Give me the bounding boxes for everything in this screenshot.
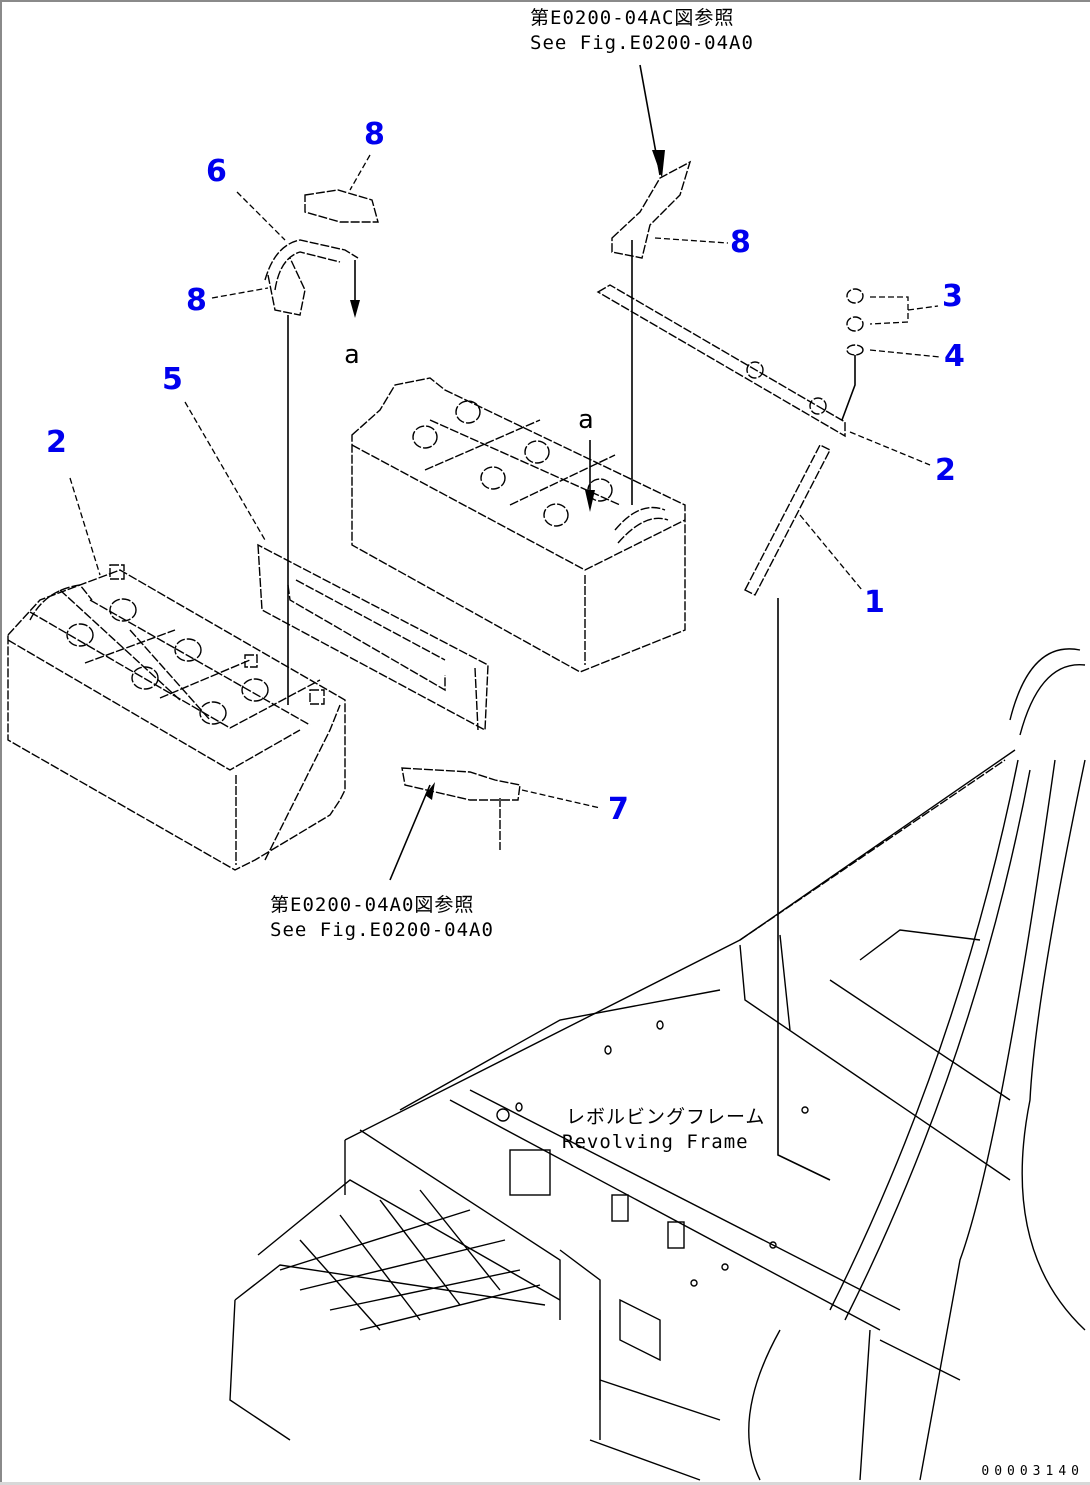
callout-2-hold-down-bar: 2 <box>935 453 956 488</box>
document-number: 00003140 <box>981 1464 1084 1479</box>
hold-down-bar <box>596 284 864 1181</box>
center-battery <box>351 377 686 673</box>
bottom-reference-note-jp: 第E0200-04A0図参照 <box>270 894 475 916</box>
callout-2-left-battery: 2 <box>46 425 67 460</box>
top-reference-note-en: See Fig.E0200-04A0 <box>530 32 754 54</box>
callout-6: 6 <box>206 154 227 189</box>
revolving-frame-label-en: Revolving Frame <box>562 1131 749 1153</box>
callout-3: 3 <box>942 279 963 314</box>
callout-8-top: 8 <box>364 117 385 152</box>
cable-7 <box>389 767 521 881</box>
leader-lines <box>69 154 941 809</box>
callout-8-left: 8 <box>186 283 207 318</box>
left-battery <box>7 564 346 871</box>
reference-letter-a-right: a <box>578 405 594 435</box>
revolving-frame <box>229 648 1086 1481</box>
top-reference-note-jp: 第E0200-04AC図参照 <box>530 7 735 29</box>
frame-bottom-edge <box>0 1482 1090 1485</box>
callout-7: 7 <box>608 792 629 827</box>
cover-plate <box>257 543 489 732</box>
revolving-frame-label-jp: レボルビングフレーム <box>566 1106 766 1128</box>
callout-4: 4 <box>944 339 965 374</box>
callout-1: 1 <box>864 585 885 620</box>
callout-8-right: 8 <box>730 225 751 260</box>
reference-arrows <box>585 64 665 512</box>
reference-letter-a-left: a <box>344 340 360 370</box>
jumper-cable <box>264 160 692 705</box>
bottom-reference-note-en: See Fig.E0200-04A0 <box>270 919 494 941</box>
callout-5: 5 <box>162 362 183 397</box>
